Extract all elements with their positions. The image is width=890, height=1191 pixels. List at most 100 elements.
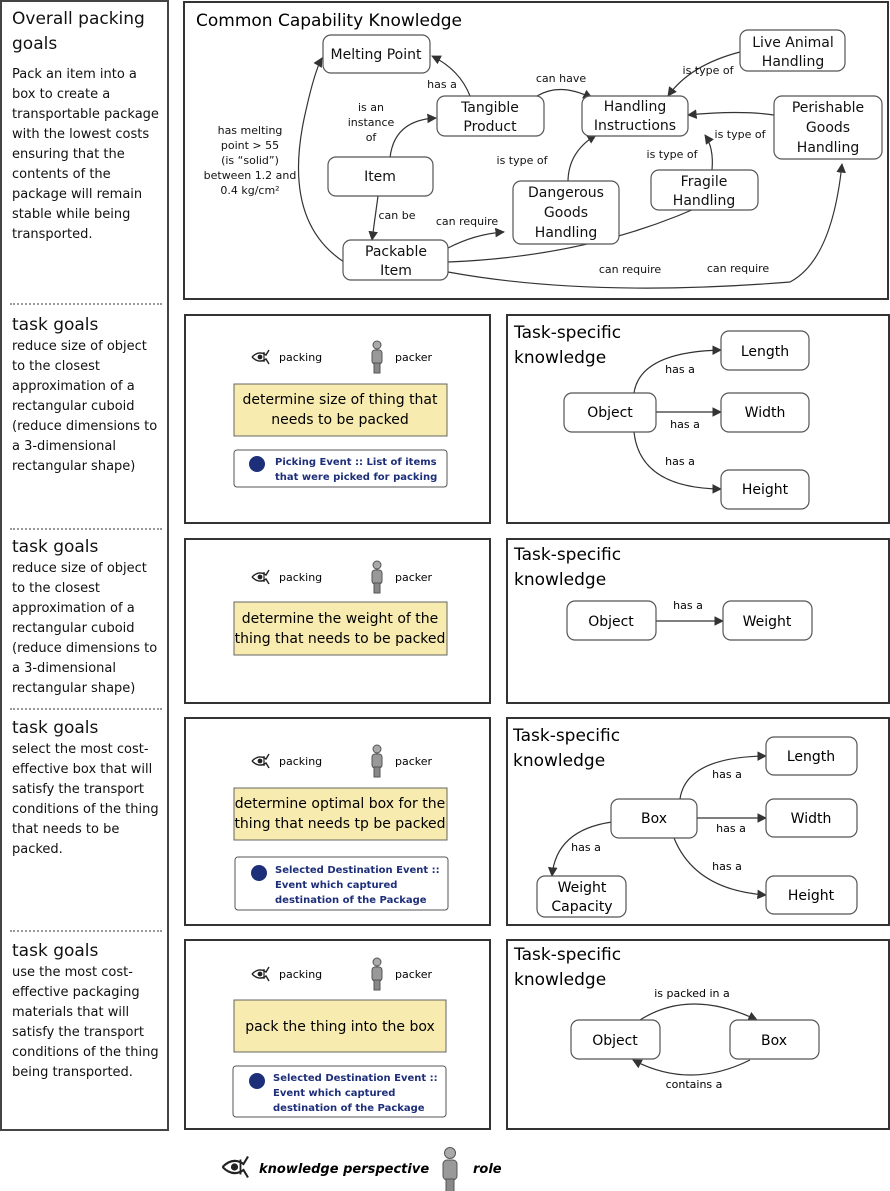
label-item: Item — [364, 169, 396, 185]
person-icon — [371, 560, 383, 594]
edge-label-can-require: can require — [599, 263, 662, 276]
edge-box-weight-capacity — [547, 821, 613, 877]
event-text-1b: that were picked for packing — [275, 472, 437, 483]
edge-label-melting-1: has melting — [218, 124, 283, 137]
knowledge-title-2a: Task-specific — [513, 545, 621, 565]
edge-label-melting-4: between 1.2 and — [204, 169, 297, 182]
edge-label-has-a: has a — [665, 455, 695, 468]
eye-icon — [251, 753, 270, 769]
label-box: Box — [761, 1033, 787, 1049]
edge-label-has-a: has a — [712, 860, 742, 873]
node-melting-point — [322, 34, 431, 74]
task-text-4: pack the thing into the box — [245, 1019, 435, 1035]
node-box — [610, 798, 698, 839]
person-icon — [371, 957, 383, 991]
task-text-2b: thing that needs to be packed — [235, 631, 446, 647]
task-goals-text-1: reduce size of object to the closest app… — [12, 339, 158, 474]
edge-object-box — [639, 1003, 758, 1021]
edge-label-is-type-of: is type of — [497, 154, 549, 167]
event-text-1a: Picking Event :: List of items — [275, 457, 437, 468]
task-goals-text-2: reduce size of object to the closest app… — [12, 561, 158, 696]
label-object: Object — [587, 405, 633, 421]
knowledge-panel-2 — [506, 538, 890, 704]
divider — [10, 930, 162, 932]
label-fragile-1: Fragile — [681, 174, 728, 190]
overall-heading: Overall packing goals — [12, 9, 145, 54]
label-tangible-2: Product — [463, 119, 517, 135]
node-height — [720, 469, 810, 510]
edge-label-is-type-of: is type of — [715, 128, 767, 141]
common-capability-title: Common Capability Knowledge — [196, 11, 462, 31]
label-dangerous-3: Handling — [535, 225, 597, 241]
event-text-3c: destination of the Package — [275, 895, 427, 906]
label-width: Width — [745, 405, 786, 421]
node-width — [720, 392, 810, 433]
task-panel-3 — [184, 717, 491, 926]
task-goals-text-4: use the most cost-effective packaging ma… — [12, 965, 159, 1080]
edge-box-object — [632, 1059, 751, 1076]
edge-label-has-a: has a — [665, 363, 695, 376]
label-perishable-1: Perishable — [792, 100, 864, 116]
node-width — [765, 798, 858, 838]
edge-label-can-be: can be — [378, 209, 415, 222]
event-box-1 — [233, 449, 448, 488]
edge-label-can-require: can require — [707, 262, 770, 275]
task-panel-1 — [184, 314, 491, 524]
node-item — [327, 156, 434, 197]
task-goals-heading-4: task goals — [12, 941, 99, 961]
edge-object-height — [633, 431, 722, 494]
person-icon — [371, 340, 383, 374]
divider — [10, 303, 162, 305]
task-box-3 — [233, 787, 448, 841]
node-fragile-handling — [650, 169, 759, 211]
node-tangible-product — [436, 95, 545, 137]
eye-icon — [251, 349, 270, 365]
task-text-3a: determine optimal box for the — [235, 796, 445, 812]
label-perishable-2: Goods — [806, 120, 850, 136]
event-text-4a: Selected Destination Event :: — [273, 1073, 438, 1084]
node-live-animal-handling — [739, 29, 846, 72]
divider — [10, 528, 162, 530]
node-packable-item — [342, 239, 449, 281]
label-dangerous-2: Goods — [544, 205, 588, 221]
edge-label-has-a: has a — [716, 822, 746, 835]
left-column — [0, 0, 169, 1131]
event-text-4c: destination of the Package — [273, 1103, 425, 1114]
node-length — [765, 736, 858, 776]
node-handling-instructions — [581, 95, 689, 137]
task-box-4 — [233, 999, 447, 1053]
edge-tangible-melting — [431, 55, 471, 97]
edge-packable-melting — [297, 57, 345, 263]
edge-box-length — [679, 751, 767, 800]
label-packable-2: Item — [380, 263, 412, 279]
edge-label-contains-a: contains a — [666, 1078, 723, 1091]
edge-packable-dangerous — [447, 227, 505, 249]
legend-role: role — [473, 1162, 502, 1177]
label-height: Height — [788, 888, 835, 904]
edge-label-has-a: has a — [712, 768, 742, 781]
knowledge-title-2b: knowledge — [514, 570, 606, 590]
task-goals-heading-3: task goals — [12, 718, 99, 738]
edge-label-is-type-of: is type of — [683, 64, 735, 77]
edge-label-is-packed-in-a: is packed in a — [654, 987, 730, 1000]
label-handling-2: Instructions — [594, 118, 676, 134]
person-icon — [442, 1147, 458, 1191]
task-panel-4 — [184, 939, 491, 1130]
knowledge-title-1b: knowledge — [514, 348, 606, 368]
edge-tangible-handling — [536, 88, 593, 99]
edge-perishable-handling — [687, 109, 775, 119]
edge-packable-perishable — [447, 163, 846, 289]
label-live-animal-2: Handling — [762, 54, 824, 70]
label-length: Length — [787, 749, 835, 765]
divider — [10, 708, 162, 710]
edge-item-packable — [368, 195, 379, 241]
task-text-2a: determine the weight of the — [242, 611, 439, 627]
label-weight: Weight — [743, 614, 792, 630]
edge-label-instance-3: of — [366, 131, 378, 144]
edge-live-handling — [667, 51, 741, 97]
node-object — [566, 600, 657, 641]
event-text-3a: Selected Destination Event :: — [275, 865, 440, 876]
label-weight-capacity-2: Capacity — [551, 899, 612, 915]
edge-fragile-handling — [704, 134, 714, 171]
edge-label-instance-2: instance — [348, 116, 395, 129]
